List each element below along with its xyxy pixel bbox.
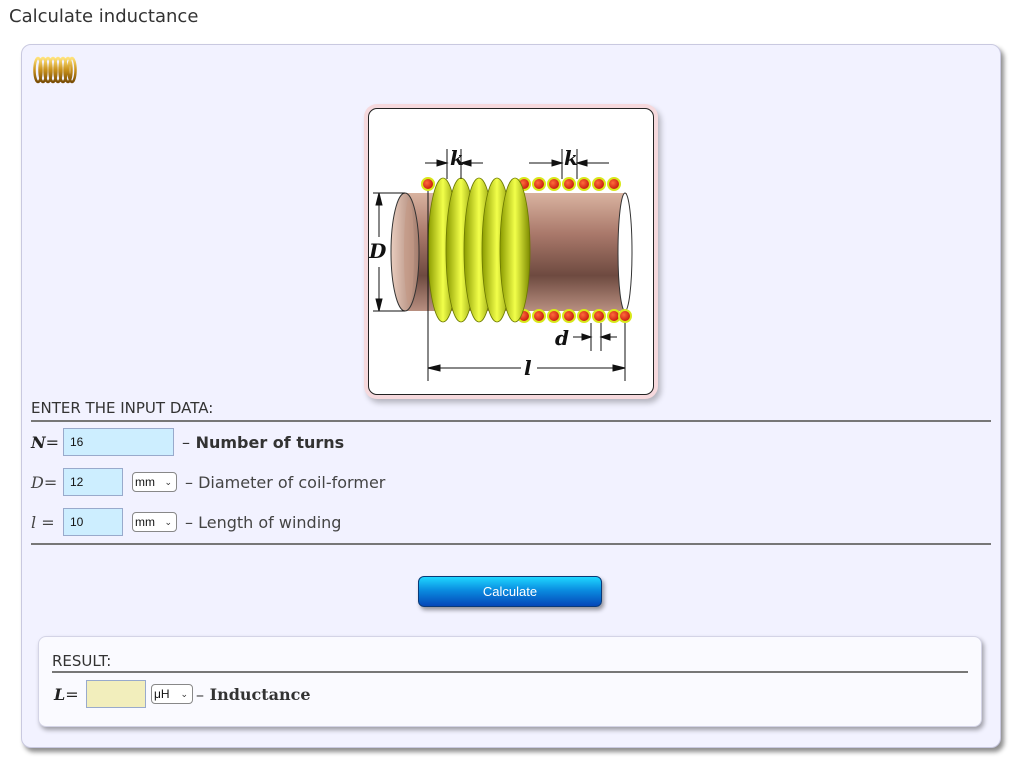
var-label: D= [31, 472, 58, 492]
diameter-desc: – Diameter of coil-former [185, 472, 386, 492]
input-row-length: l = mm⌄ – Length of winding [31, 508, 341, 536]
svg-text:d: d [555, 326, 569, 350]
length-input[interactable] [63, 508, 123, 536]
inductance-desc: – Inductance [196, 684, 311, 704]
divider [31, 420, 991, 422]
wire-sections-top [421, 177, 621, 191]
turns-input[interactable] [63, 428, 174, 456]
calculator-panel: k k D d l ENTER THE INPUT DATA: N= – Num… [21, 44, 1001, 748]
input-row-turns: N= – Number of turns [31, 428, 344, 456]
diameter-input[interactable] [63, 468, 123, 496]
svg-text:D: D [369, 239, 387, 263]
inductance-unit-select[interactable]: μH⌄ [151, 684, 193, 704]
diameter-unit-select[interactable]: mm⌄ [132, 472, 177, 492]
coil-icon [33, 55, 77, 89]
chevron-down-icon: ⌄ [164, 516, 172, 527]
svg-text:k: k [450, 146, 464, 170]
divider [52, 671, 968, 673]
var-label: L= [54, 684, 79, 704]
var-label: N= [31, 432, 60, 452]
length-unit-select[interactable]: mm⌄ [132, 512, 177, 532]
chevron-down-icon: ⌄ [180, 688, 188, 699]
svg-text:l: l [524, 356, 532, 380]
length-desc: – Length of winding [185, 512, 342, 532]
input-row-diameter: D= mm⌄ – Diameter of coil-former [31, 468, 385, 496]
chevron-down-icon: ⌄ [164, 476, 172, 487]
result-row: L= μH⌄ – Inductance [54, 680, 311, 708]
svg-text:k: k [564, 146, 578, 170]
page-title: Calculate inductance [9, 6, 199, 27]
divider [31, 543, 991, 545]
calculate-button[interactable]: Calculate [418, 576, 602, 607]
inductance-output[interactable] [86, 680, 146, 708]
coil-diagram: k k D d l [368, 108, 654, 395]
coil-turns [427, 177, 531, 323]
result-box: RESULT: L= μH⌄ – Inductance [38, 636, 982, 727]
var-label: l = [31, 512, 55, 532]
turns-desc: – Number of turns [182, 432, 345, 452]
input-section-header: ENTER THE INPUT DATA: [31, 399, 214, 417]
wire-sections-bottom [517, 309, 632, 323]
result-section-header: RESULT: [52, 652, 112, 670]
